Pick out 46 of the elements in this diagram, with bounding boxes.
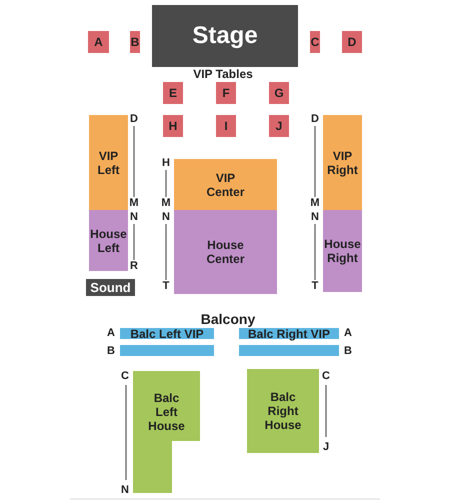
vip-table: E [163,82,183,104]
section-heading: Balcony [200,313,256,325]
row-label: D [130,113,138,125]
seating-section: Balc Left House [133,371,200,493]
row-label: B [107,345,115,357]
vip-table: H [163,115,183,137]
row-label: N [311,211,319,223]
row-label: A [107,327,115,339]
seating-section [120,345,214,356]
seating-section: VIP Center [174,159,277,210]
seating-section: Balc Left VIP [120,328,214,339]
row-label: B [344,345,352,357]
seating-section: House Right [323,210,362,292]
vip-table: C [310,31,320,53]
section-heading: VIP Tables [193,68,253,80]
row-label: N [162,211,170,223]
row-label: C [121,370,129,382]
stage-area: Stage [152,5,298,67]
row-label: D [311,113,319,125]
row-label: H [162,157,170,169]
vip-table: F [216,82,236,104]
vip-table: D [342,31,362,53]
sound-booth: Sound [86,279,135,296]
vip-table: I [216,115,236,137]
row-label: R [130,260,138,272]
seating-section: VIP Right [323,115,362,210]
row-label: T [312,280,318,292]
seating-section [239,345,339,356]
seating-section: House Center [174,210,277,294]
row-label: N [121,484,129,496]
row-label: T [162,280,170,292]
vip-table: J [269,115,289,137]
seating-section: VIP Left [89,115,128,210]
row-label: N [130,211,138,223]
row-label: J [322,441,330,453]
row-label: M [129,197,139,209]
seating-section: Balc Right VIP [239,328,339,339]
vip-table: A [88,31,109,53]
row-label: M [161,197,171,209]
row-label: C [322,370,330,382]
vip-table: B [130,31,140,53]
vip-table: G [269,82,289,104]
row-label: M [310,197,320,209]
row-label: A [344,327,352,339]
seating-section: House Left [89,210,128,271]
seating-section: Balc Right House [247,369,319,453]
